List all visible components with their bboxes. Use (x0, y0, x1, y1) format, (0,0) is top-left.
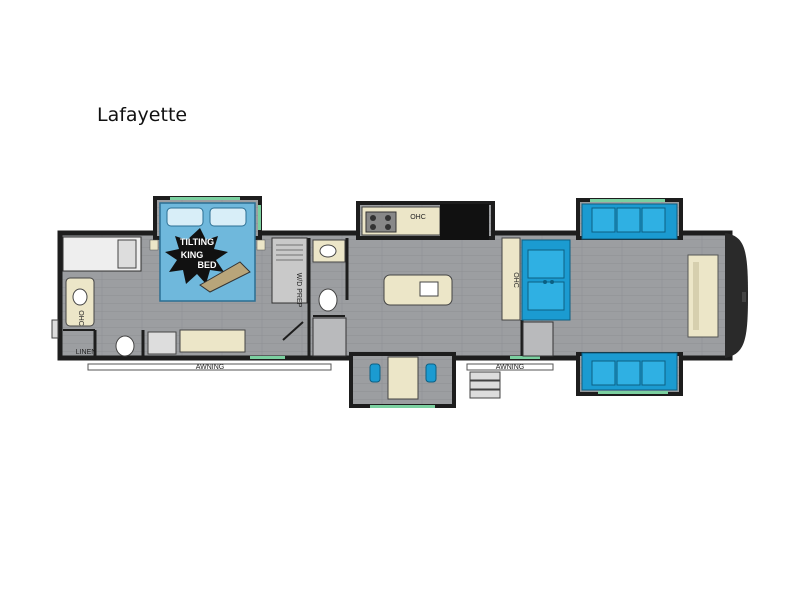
mid-bath (312, 238, 349, 357)
dinette (369, 356, 437, 400)
awning-right-label: AWNING (496, 364, 525, 371)
bed-label-line3: BED (197, 260, 217, 270)
entry-steps-rear (312, 317, 347, 357)
dinette-table (387, 356, 419, 400)
front-light (742, 292, 746, 302)
bed-tilt-icon (199, 261, 251, 293)
ohc-kitchen-label: OHC (410, 214, 426, 221)
rear-bumper (51, 319, 59, 339)
awning-left: AWNING (87, 363, 332, 371)
kitchen: OHC (361, 204, 489, 306)
ohc-bath-label: OHC (77, 310, 84, 326)
sofa-bottom (581, 352, 678, 391)
ohc-side-label: OHC (512, 272, 519, 288)
bed-label-line1: TILTING (180, 237, 214, 247)
sofa-top (581, 203, 678, 240)
wd-prep-closet: W/D PREP (271, 237, 311, 356)
entry-steps-front (522, 321, 554, 357)
cooktop (365, 211, 397, 233)
windows (170, 197, 668, 408)
closet-rack (147, 331, 177, 355)
half-bath-toilet (318, 288, 338, 312)
floorplan-title: Lafayette (97, 104, 188, 126)
linen-label: LINEN (76, 349, 97, 356)
wd-prep-label: W/D PREP (295, 273, 302, 308)
dinette-chair-right (425, 363, 437, 383)
front-cabinet (687, 254, 719, 338)
half-bath-sink (319, 244, 337, 258)
awning-right: AWNING (466, 363, 554, 371)
side-cabinet: OHC (501, 237, 554, 357)
tv-stand (693, 262, 699, 330)
bedroom: TILTING KING BED (149, 202, 266, 302)
exterior-steps (469, 371, 501, 399)
rear-bath (62, 236, 246, 357)
dresser (179, 329, 246, 353)
tilting-bed-burst (165, 228, 228, 284)
refrigerator (440, 204, 489, 240)
bath-sink (72, 288, 88, 306)
rear-toilet (115, 335, 135, 357)
awning-left-label: AWNING (196, 364, 225, 371)
dinette-chair-left (369, 363, 381, 383)
island-sink (419, 281, 439, 297)
theater-seats (521, 239, 571, 321)
kitchen-island (383, 274, 453, 306)
bed-label-line2: KING (181, 250, 204, 260)
